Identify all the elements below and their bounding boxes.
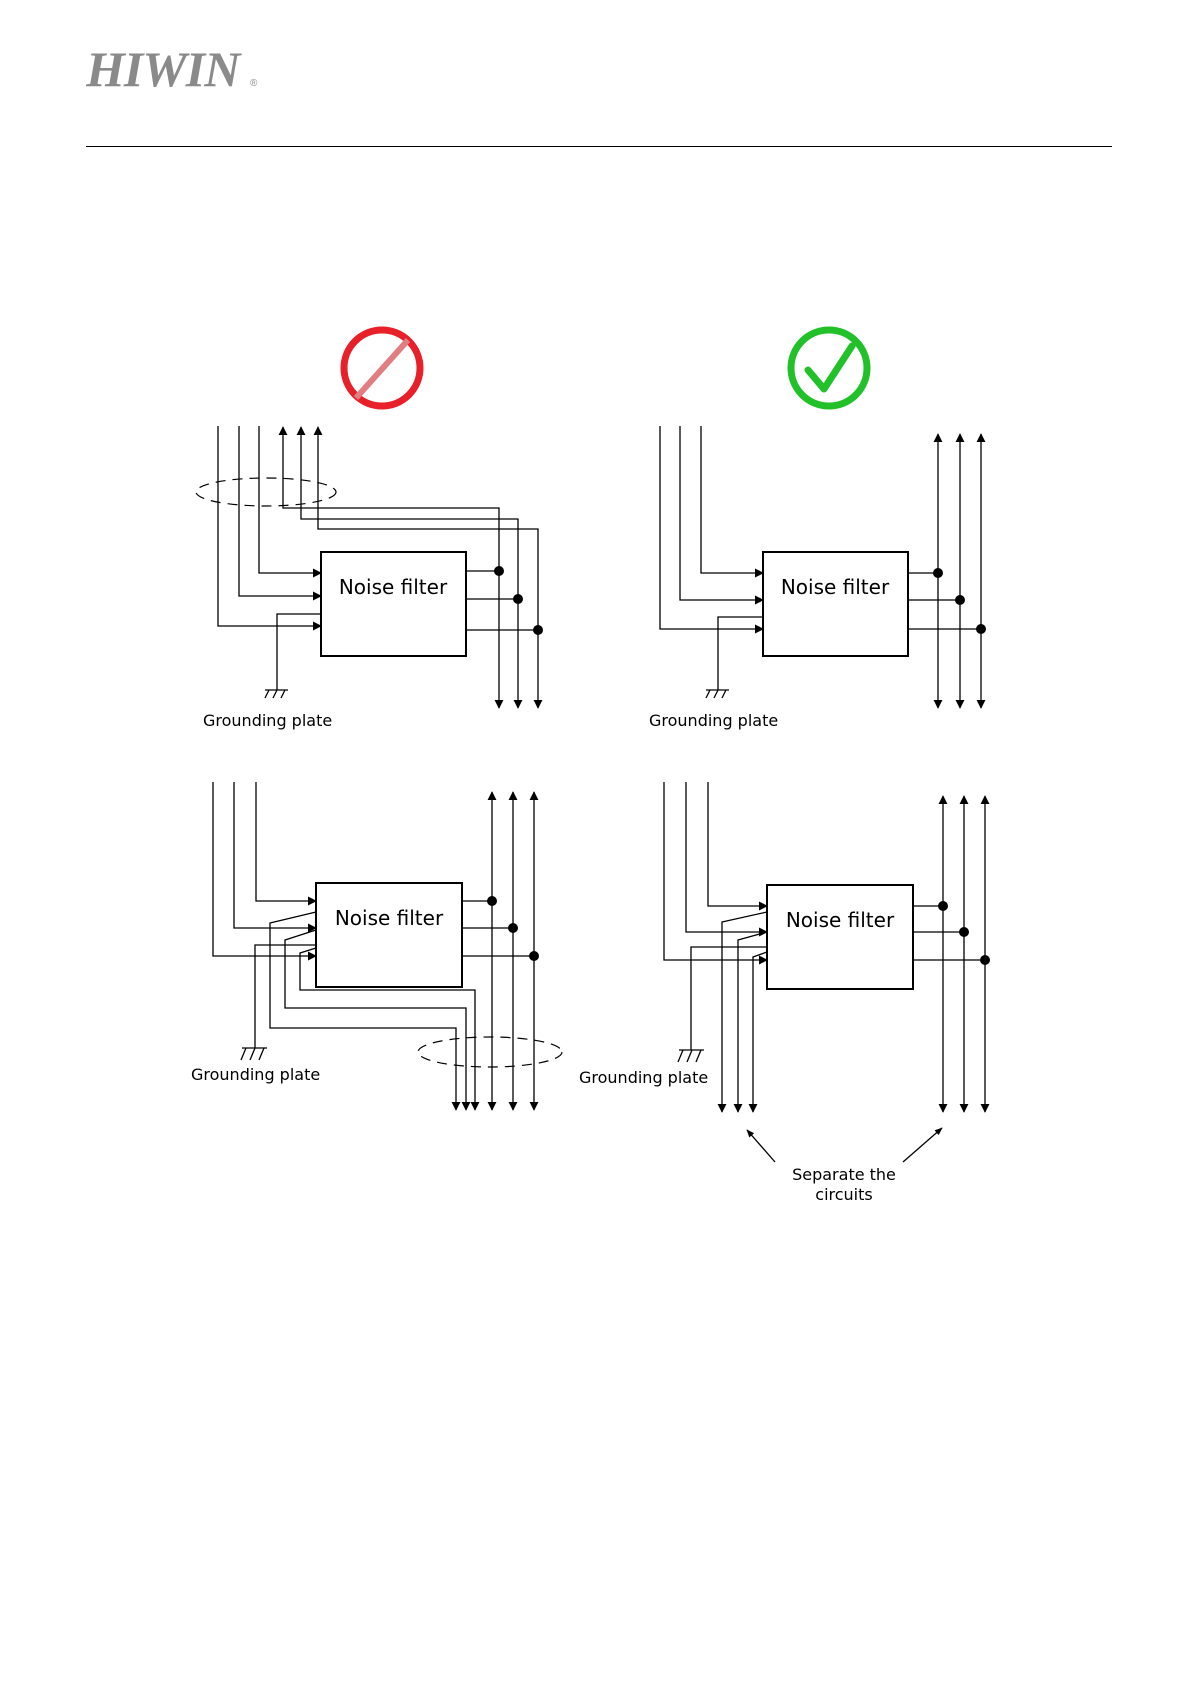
separate-circuits-line-1: Separate the (792, 1165, 896, 1184)
checkmark-icon (791, 330, 867, 406)
prohibited-icon (344, 330, 420, 406)
grounding-plate-label: Grounding plate (579, 1068, 708, 1087)
panel-incorrect-bottom: Noise filter Grounding plate (191, 782, 562, 1110)
noise-filter-label: Noise filter (339, 575, 448, 599)
grounding-plate-label: Grounding plate (203, 711, 332, 730)
noise-filter-box (321, 552, 466, 656)
panel-incorrect-top: Noise filter Grounding plate (196, 426, 543, 730)
noise-filter-label: Noise filter (781, 575, 890, 599)
panel-correct-bottom: Noise filter Grounding plate Separate th… (579, 782, 990, 1204)
grounding-plate-label: Grounding plate (191, 1065, 320, 1084)
noise-filter-box (763, 552, 908, 656)
panel-correct-top: Noise filter Grounding plate (649, 426, 986, 730)
noise-filter-label: Noise filter (786, 908, 895, 932)
separate-circuits-line-2: circuits (815, 1185, 872, 1204)
grounding-plate-label: Grounding plate (649, 711, 778, 730)
noise-filter-box (767, 885, 913, 989)
noise-filter-label: Noise filter (335, 906, 444, 930)
noise-filter-box (316, 883, 462, 987)
